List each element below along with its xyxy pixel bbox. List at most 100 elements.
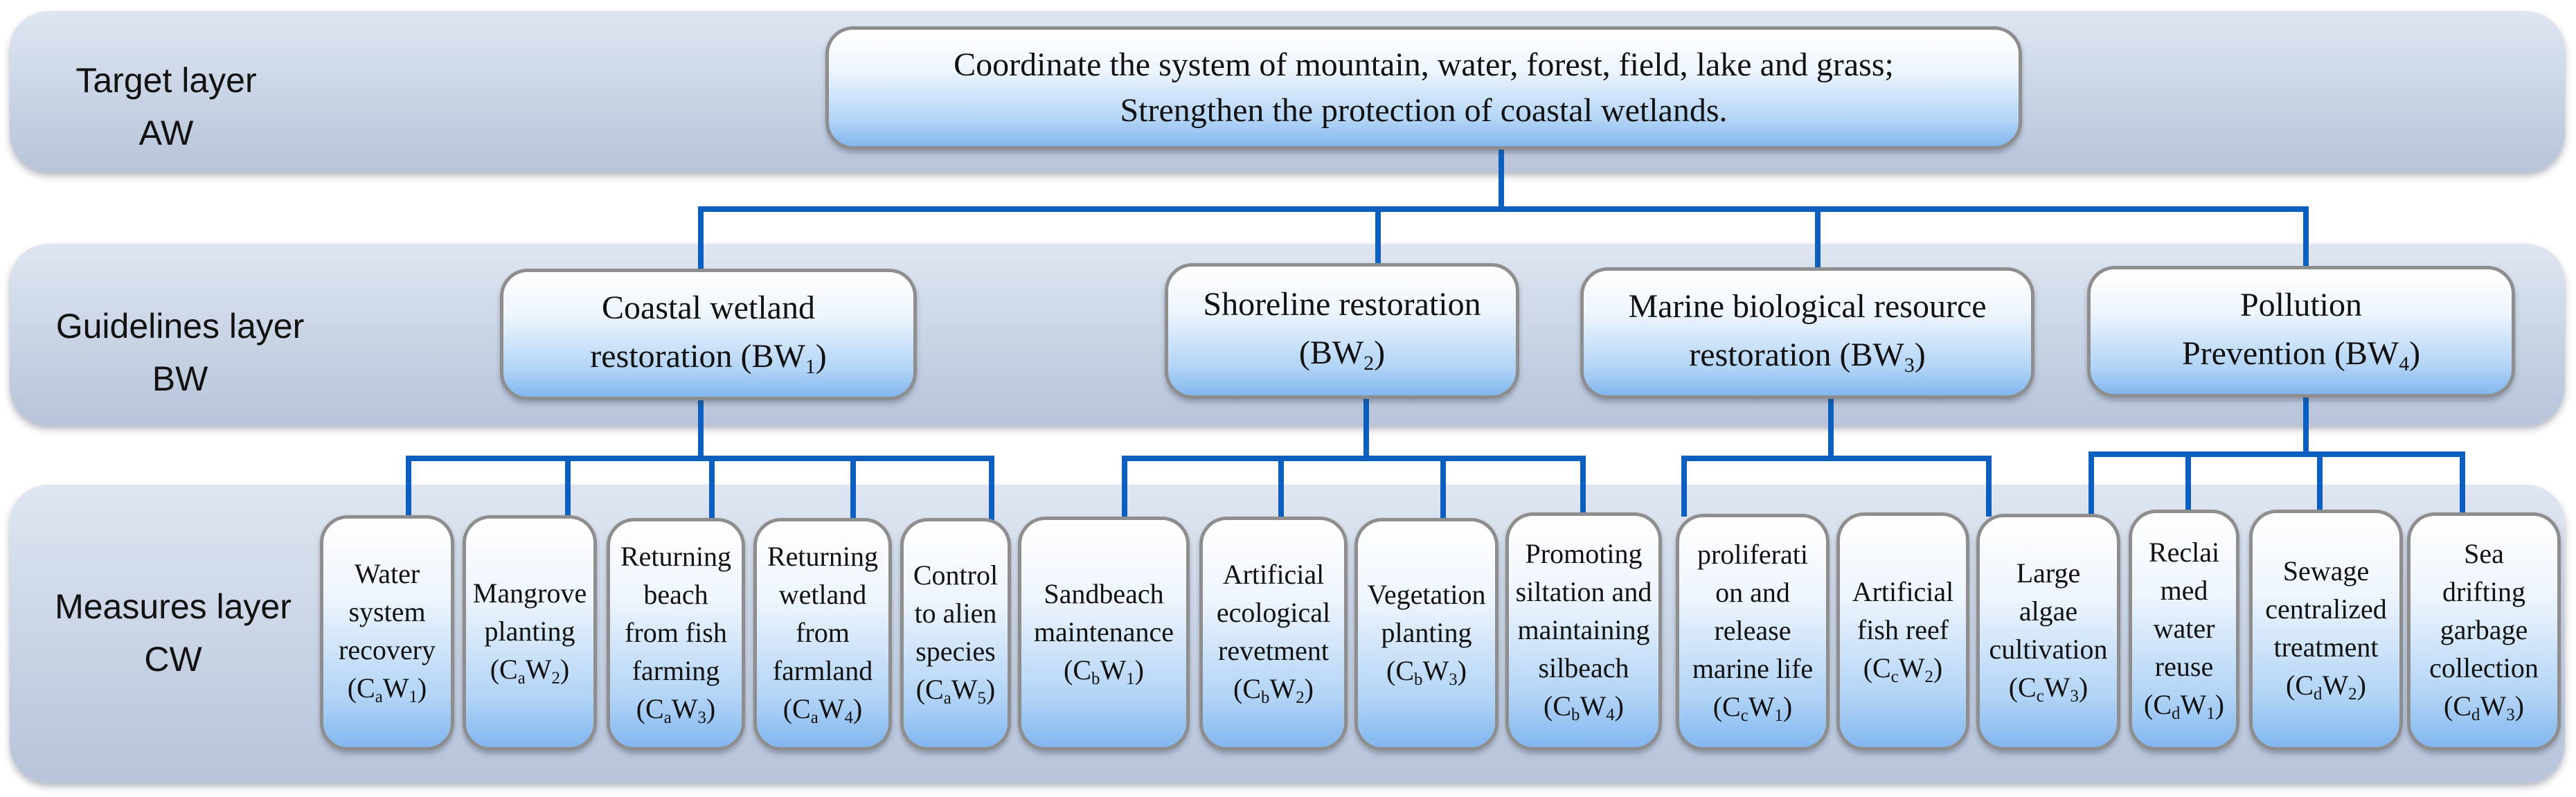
node-text: W (818, 692, 845, 724)
node-text: ) (2215, 688, 2224, 720)
node-text: drifting (2442, 575, 2525, 607)
node-text-line: to alien (915, 594, 997, 632)
node-subscript: 2 (2348, 685, 2357, 704)
node-text: Marine biological resource (1628, 288, 1987, 325)
node-text: farming (632, 654, 720, 686)
node-text-line: (CcW2) (1863, 649, 1943, 691)
measures-layer-label: Measures layer CW (55, 587, 292, 679)
node-subscript: b (1091, 669, 1100, 688)
node-text: ) (2514, 690, 2524, 722)
node-subscript: 5 (977, 689, 986, 708)
node-text: garbage (2440, 614, 2528, 645)
node-text: (C (915, 674, 944, 705)
node-text: Mangrove (472, 577, 587, 609)
node-text: release (1714, 614, 1791, 646)
node-text: Returning (620, 540, 731, 572)
node-text: centralized (2265, 593, 2387, 625)
node-text: W (1269, 673, 1296, 704)
node-text: ) (417, 672, 427, 704)
node-text: collection (2429, 652, 2539, 683)
node-text: W (525, 653, 552, 685)
node-text: siltation and (1515, 575, 1652, 607)
node-text-line: Promoting (1526, 535, 1643, 573)
node-text: wetland (778, 578, 867, 610)
node-subscript: 2 (1296, 688, 1305, 708)
node-text: planting (484, 615, 575, 647)
node-text: (C (1064, 654, 1092, 686)
node-text: maintenance (1033, 616, 1174, 647)
node-text-line: (CdW3) (2444, 687, 2524, 729)
node-subscript: a (517, 668, 526, 688)
node-subscript: d (2314, 685, 2323, 704)
node-subscript: 2 (551, 668, 560, 688)
node-text: ) (985, 674, 996, 705)
node-text-line: med (2161, 571, 2208, 609)
node-text: Strengthen the protection of coastal wet… (1120, 92, 1728, 129)
node-text-line: Coordinate the system of mountain, water… (954, 42, 1894, 88)
node-text-line: (CaW1) (348, 669, 427, 711)
node-text-line: Coastal wetland (602, 284, 815, 332)
node-text-line: Sandbeach (1044, 575, 1163, 613)
node-text-line: treatment (2273, 628, 2378, 666)
node-text-line: algae (2019, 592, 2077, 630)
node-text-line: planting (1381, 614, 1472, 652)
node-text: Artificial (1222, 559, 1325, 590)
node-subscript: 1 (2206, 704, 2215, 723)
node-text-line: revetment (1218, 632, 1329, 670)
node-subscript: 3 (2506, 705, 2515, 724)
node-text-line: Shoreline restoration (1203, 280, 1481, 329)
node-text: Large (2016, 557, 2081, 589)
node-text: W (1748, 690, 1775, 722)
node-subscript: 2 (1924, 667, 1933, 686)
node-subscript: 3 (2070, 687, 2079, 706)
node-subscript: 4 (2399, 352, 2410, 375)
node-text: planting (1381, 616, 1472, 648)
node-text-line: Water (355, 555, 420, 593)
node-text: ) (1134, 654, 1144, 686)
node-subscript: a (943, 689, 951, 708)
node-text: treatment (2273, 632, 2379, 663)
node-text-line: garbage (2440, 611, 2528, 649)
node-text: ) (2409, 335, 2421, 372)
node-text: from fish (625, 616, 727, 648)
target-layer-label: Target layer AW (75, 61, 257, 152)
node-text: algae (2019, 595, 2078, 627)
node-subscript: d (2172, 704, 2181, 723)
node-text-line: (CaW4) (783, 690, 863, 732)
node-text-line: restoration (BW3) (1689, 331, 1925, 384)
node-text: farmland (772, 654, 873, 686)
node-text: Control (913, 559, 999, 591)
guidelines-layer-label: Guidelines layer BW (55, 307, 305, 398)
node-subscript: 1 (1126, 669, 1135, 688)
node-text: W (1898, 652, 1925, 683)
node-subscript: b (1261, 688, 1270, 708)
guideline-node-bw3: Marine biological resource restoration (B… (1580, 267, 2034, 399)
node-text: restoration (BW (590, 338, 805, 375)
node-text: Sea (2464, 537, 2504, 569)
node-text-line: Control (913, 556, 998, 594)
node-text-line: water (2154, 609, 2215, 647)
node-text: W (2322, 670, 2349, 701)
node-text-line: Mangrove (473, 574, 587, 612)
node-text: Prevention (BW (2181, 335, 2399, 372)
node-text-line: wetland (779, 575, 867, 614)
node-text: W (2480, 690, 2507, 722)
node-text-line: from (796, 614, 850, 652)
node-subscript: 3 (697, 708, 706, 727)
node-subscript: c (2036, 687, 2044, 706)
goal-node: Coordinate the system of mountain, water… (825, 26, 2022, 150)
node-text-line: cultivation (1989, 630, 2107, 668)
node-text-line: (CaW5) (916, 670, 996, 713)
node-text: Shoreline restoration (1203, 286, 1481, 323)
node-text-line: Large (2016, 554, 2081, 592)
